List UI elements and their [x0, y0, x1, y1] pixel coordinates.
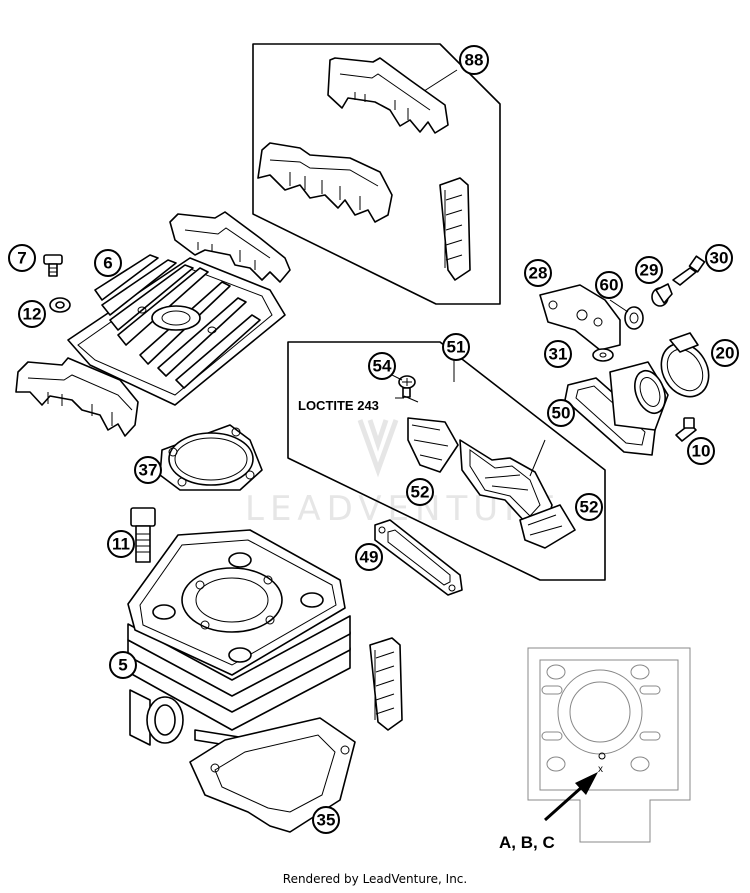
- part-7-bolt: [43, 254, 63, 277]
- callout-60: 60: [595, 271, 623, 299]
- part-20-hose-clamp: [660, 332, 710, 398]
- loctite-label: LOCTITE 243: [298, 398, 379, 413]
- svg-text:51: 51: [447, 338, 466, 357]
- part-30-bolt: [672, 255, 706, 286]
- part-12-washer: [49, 297, 71, 313]
- callout-28: 28: [524, 259, 552, 287]
- svg-text:5: 5: [118, 656, 127, 675]
- part-51-reed-valve-kit: [287, 341, 606, 581]
- part-11-stud-bolt: [130, 507, 156, 563]
- callout-51: 51: [442, 333, 470, 361]
- svg-text:29: 29: [640, 261, 659, 280]
- svg-text:37: 37: [139, 461, 158, 480]
- part-37-head-gasket: [159, 424, 263, 491]
- callout-54: 54: [368, 352, 396, 380]
- head-side-cover-left: [15, 357, 139, 437]
- side-cover-strip: [369, 637, 403, 731]
- part-31-washer: [592, 348, 614, 362]
- footer-credit: Rendered by LeadVenture, Inc.: [282, 872, 468, 886]
- head-side-cover-top: [169, 211, 291, 283]
- part-10-bolt: [675, 417, 697, 442]
- callout-29: 29: [635, 256, 663, 284]
- svg-text:50: 50: [552, 404, 571, 423]
- svg-text:30: 30: [710, 249, 729, 268]
- svg-text:35: 35: [317, 811, 336, 830]
- callout-88: 88: [459, 45, 489, 75]
- part-35-base-gasket: [189, 717, 356, 833]
- part-29-spacer: [651, 283, 673, 307]
- arrow-to-mark: [544, 772, 598, 822]
- part-6-cylinder-head: [67, 254, 286, 406]
- svg-text:49: 49: [360, 548, 379, 567]
- svg-text:10: 10: [692, 442, 711, 461]
- inset-cylinder-top-view: x: [527, 647, 691, 843]
- callout-31: 31: [544, 340, 572, 368]
- svg-text:88: 88: [465, 51, 484, 70]
- callout-49: 49: [355, 543, 383, 571]
- callout-50: 50: [547, 399, 575, 427]
- svg-text:x: x: [598, 764, 603, 775]
- svg-text:60: 60: [600, 276, 619, 295]
- svg-text:7: 7: [17, 249, 26, 268]
- callout-5: 5: [109, 651, 137, 679]
- callout-6: 6: [94, 249, 122, 277]
- part-88-side-covers-kit: [252, 43, 501, 305]
- svg-text:52: 52: [411, 483, 430, 502]
- abc-label: A, B, C: [499, 833, 555, 852]
- callout-52b: 52: [575, 493, 603, 521]
- callout-12: 12: [18, 300, 46, 328]
- callout-11: 11: [107, 530, 135, 558]
- svg-text:52: 52: [580, 498, 599, 517]
- callout-10: 10: [687, 437, 715, 465]
- part-60-washer: [609, 299, 644, 330]
- callout-20: 20: [711, 339, 739, 367]
- callout-52a: 52: [406, 478, 434, 506]
- part-49-intake-gasket: [374, 519, 463, 596]
- part-28-bracket: [539, 284, 621, 351]
- part-50-intake-manifold: [564, 361, 669, 456]
- leader-lines: [403, 395, 419, 403]
- svg-text:12: 12: [23, 305, 42, 324]
- callout-37: 37: [134, 456, 162, 484]
- svg-text:28: 28: [529, 264, 548, 283]
- callout-30: 30: [705, 244, 733, 272]
- svg-text:11: 11: [112, 535, 130, 554]
- svg-text:54: 54: [373, 357, 392, 376]
- svg-text:31: 31: [549, 345, 568, 364]
- svg-text:6: 6: [103, 254, 112, 273]
- svg-text:20: 20: [716, 344, 735, 363]
- callout-35: 35: [312, 806, 340, 834]
- callout-7: 7: [8, 244, 36, 272]
